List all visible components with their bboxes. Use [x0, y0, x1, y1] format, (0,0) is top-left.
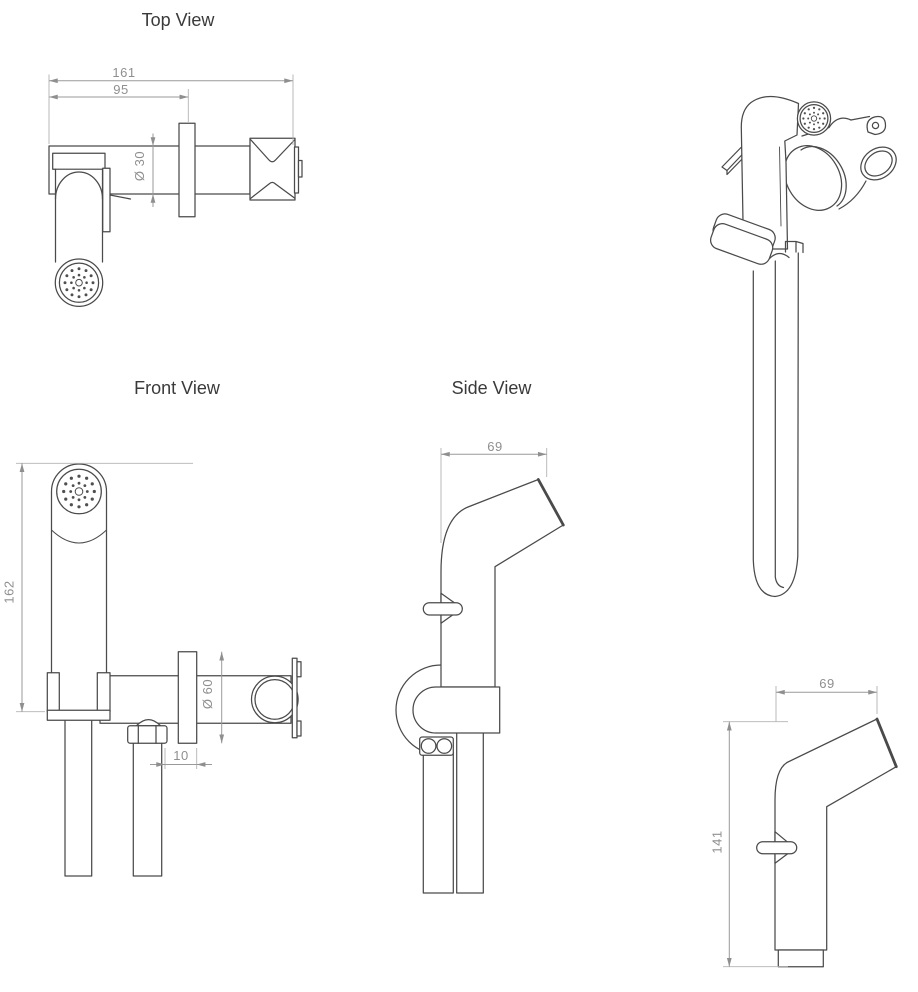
top-view-valve-knob [249, 137, 296, 201]
dim-handset-height: 141 [710, 830, 725, 853]
top-view-flange [178, 122, 196, 218]
top-view-label: Top View [142, 10, 216, 30]
dim-head-depth: 69 [487, 439, 502, 454]
front-view-label: Front View [134, 378, 221, 398]
perspective-hose [752, 252, 799, 598]
side-view: Side View 69 [395, 378, 565, 894]
front-view-hose-right [132, 739, 163, 877]
top-view-spray-holes [63, 267, 95, 299]
front-view-hose-left [64, 715, 93, 877]
front-view-connector-circle [250, 675, 299, 724]
dim-gap: 10 [173, 748, 188, 763]
handset-spray-face [875, 717, 898, 769]
top-view-spray-head [54, 258, 104, 308]
dim-length-to-flange: 95 [113, 82, 128, 97]
side-view-hose-right [456, 729, 484, 894]
perspective-flange [783, 145, 843, 211]
dim-handset-depth: 69 [819, 676, 834, 691]
perspective-spray-holes [802, 106, 826, 131]
side-view-holder-body [412, 686, 501, 734]
top-view-bracket [52, 152, 106, 170]
handset-view: 69 141 [710, 676, 898, 968]
dim-flange-diameter: Ø 60 [200, 679, 215, 709]
dim-pipe-diameter: Ø 30 [132, 151, 147, 181]
dim-total-height: 162 [2, 580, 17, 603]
side-view-hose-left [422, 751, 454, 894]
top-view: Top View 161 95 [48, 10, 303, 308]
handset-connector [777, 949, 824, 968]
perspective-bracket [709, 213, 776, 265]
perspective-mount-tab [866, 115, 887, 136]
side-view-body [440, 478, 564, 688]
perspective-pipe-end [860, 146, 897, 181]
side-view-spray-face [536, 478, 565, 527]
dim-total-length: 161 [112, 65, 135, 80]
front-view: Front View [2, 378, 302, 877]
front-view-bracket [46, 672, 60, 713]
perspective-spray-head [796, 101, 832, 136]
side-view-label: Side View [452, 378, 533, 398]
front-view-flange [177, 651, 198, 744]
front-view-handle [50, 463, 108, 713]
front-view-spray-holes [62, 474, 96, 509]
front-view-wall-plate [291, 657, 298, 739]
perspective-view [709, 95, 897, 598]
handset-body [774, 718, 897, 951]
